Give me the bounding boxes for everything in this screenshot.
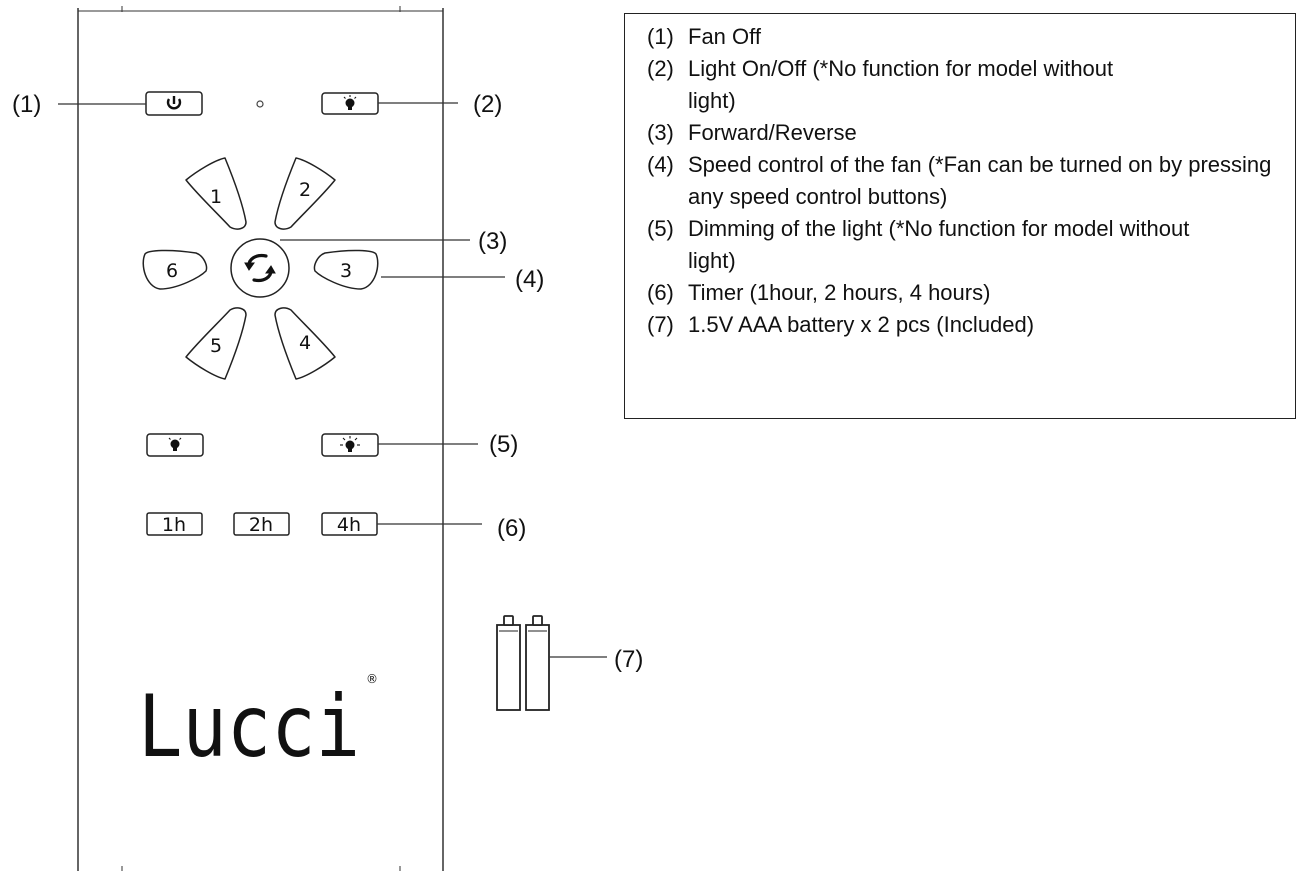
bulb-icon	[343, 95, 357, 110]
legend-number: (6)	[647, 280, 674, 305]
leader-lines	[58, 102, 607, 658]
legend-text: Speed control of the fan (*Fan can be tu…	[688, 152, 1272, 209]
speed-button-1[interactable]	[185, 157, 247, 230]
brand-name: Lucci	[138, 677, 360, 777]
power-icon	[166, 96, 182, 110]
callout-3: (3)	[478, 228, 508, 255]
brand-logo: Lucci ®	[138, 672, 378, 777]
legend-number: (3)	[647, 120, 674, 145]
callout-7: (7)	[614, 646, 644, 673]
legend-item-7: (7) 1.5V AAA battery x 2 pcs (Included)	[647, 309, 1287, 341]
dim-up-button[interactable]	[321, 433, 379, 457]
timer-label-1h: 1h	[162, 514, 186, 536]
legend-text: Timer (1hour, 2 hours, 4 hours)	[688, 280, 991, 305]
speed-label-1: 1	[210, 186, 222, 208]
speed-label-4: 4	[299, 332, 311, 354]
timer-buttons: 1h 2h 4h	[146, 512, 378, 536]
speed-label-5: 5	[210, 335, 222, 357]
legend-item-4: (4) Speed control of the fan (*Fan can b…	[647, 149, 1287, 213]
legend-number: (4)	[647, 152, 674, 177]
legend-text: Fan Off	[688, 24, 761, 49]
remote-body	[77, 6, 444, 871]
legend-number: (2)	[647, 56, 674, 81]
timer-button-1h[interactable]	[146, 512, 203, 536]
timer-button-2h[interactable]	[233, 512, 290, 536]
legend-number: (7)	[647, 312, 674, 337]
reverse-button[interactable]	[230, 238, 290, 298]
legend-text: 1.5V AAA battery x 2 pcs (Included)	[688, 312, 1035, 337]
callout-2: (2)	[473, 91, 503, 118]
speed-buttons	[142, 157, 379, 380]
callout-5: (5)	[489, 431, 519, 458]
batteries-icon	[496, 615, 550, 711]
legend-text: Light On/Off (*No function for model wit…	[688, 56, 1114, 113]
indicator-led	[256, 100, 264, 108]
light-toggle-button[interactable]	[321, 92, 379, 115]
speed-button-5[interactable]	[185, 307, 247, 380]
speed-label-3: 3	[340, 260, 352, 282]
callout-1: (1)	[12, 91, 42, 118]
bulb-bright-icon	[340, 436, 360, 452]
dim-down-button[interactable]	[146, 433, 204, 457]
callout-4: (4)	[515, 266, 545, 293]
legend-item-3: (3) Forward/Reverse	[647, 117, 1287, 149]
legend-number: (5)	[647, 216, 674, 241]
callout-6: (6)	[497, 515, 527, 542]
reverse-icon	[244, 253, 276, 283]
registered-mark: ®	[366, 672, 378, 686]
speed-label-6: 6	[166, 260, 178, 282]
power-button[interactable]	[145, 91, 203, 116]
timer-label-4h: 4h	[337, 514, 361, 536]
speed-labels: 1 2 3 6 5 4	[166, 179, 352, 357]
legend-number: (1)	[647, 24, 674, 49]
legend-item-2: (2) Light On/Off (*No function for model…	[647, 53, 1287, 117]
legend-item-1: (1) Fan Off	[647, 21, 1287, 53]
legend-item-5: (5) Dimming of the light (*No function f…	[647, 213, 1287, 277]
legend-item-6: (6) Timer (1hour, 2 hours, 4 hours)	[647, 277, 1287, 309]
legend-text: Dimming of the light (*No function for m…	[688, 216, 1190, 273]
speed-label-2: 2	[299, 179, 311, 201]
speed-button-3[interactable]	[313, 249, 379, 290]
bulb-dim-icon	[168, 437, 182, 451]
timer-label-2h: 2h	[249, 514, 273, 536]
speed-button-4[interactable]	[274, 307, 336, 380]
speed-button-2[interactable]	[274, 157, 336, 230]
speed-button-6[interactable]	[142, 249, 208, 290]
legend-text: Forward/Reverse	[688, 120, 857, 145]
legend-box: (1) Fan Off (2) Light On/Off (*No functi…	[624, 13, 1296, 419]
